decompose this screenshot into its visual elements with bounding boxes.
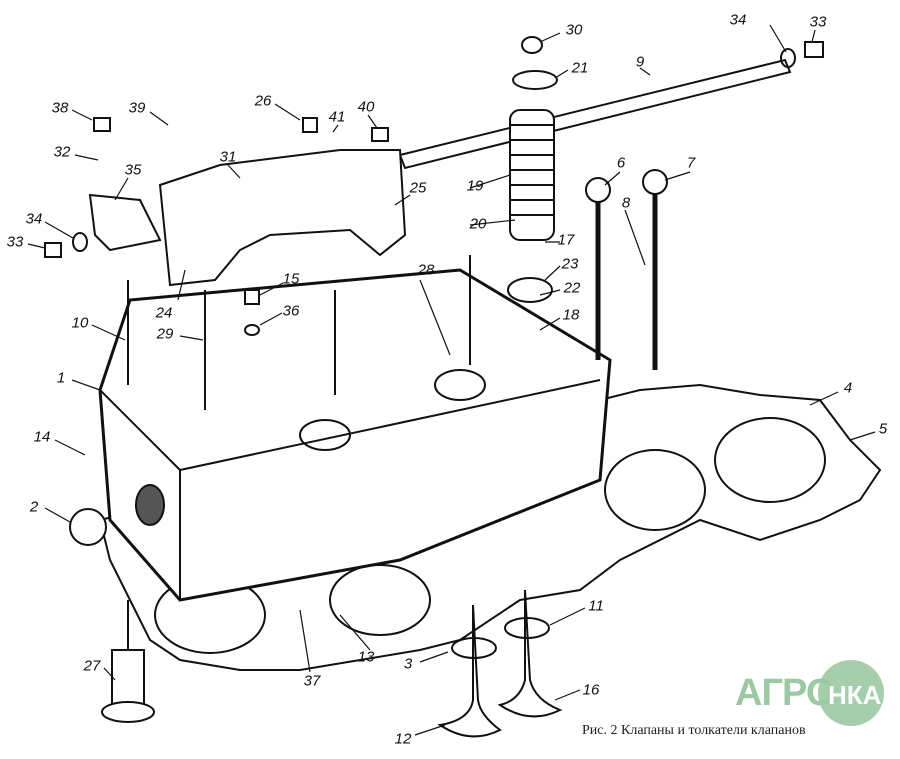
pushrod-6-head (585, 177, 611, 203)
part-label: 33 (809, 13, 827, 31)
part-label: 11 (588, 597, 604, 615)
pushrod-7-head (642, 169, 668, 195)
valve-12 (437, 604, 502, 738)
part-label: 21 (571, 59, 589, 77)
part-label: 18 (562, 306, 580, 324)
part-label: 2 (29, 498, 39, 516)
part-label: 25 (409, 179, 427, 197)
watermark-logo (818, 660, 884, 726)
part-label: 31 (219, 148, 237, 166)
spring-cap-21 (512, 70, 558, 90)
part-label: 8 (621, 194, 631, 212)
part-label: 26 (254, 92, 272, 110)
part-label: 24 (155, 304, 173, 322)
part-label: 13 (357, 648, 375, 666)
valve-spring-19 (509, 109, 555, 241)
watermark-text: АГРО (735, 672, 835, 714)
washer-36 (244, 324, 260, 336)
tappet-27 (111, 649, 145, 711)
plug-2 (69, 508, 107, 546)
leader-lines (27, 24, 876, 736)
nut-40 (371, 127, 389, 142)
part-label: 35 (124, 161, 142, 179)
gasket-bore-3 (604, 449, 706, 531)
part-label: 7 (686, 154, 696, 172)
nut-38 (93, 117, 111, 132)
part-label: 14 (33, 428, 51, 446)
seal-3 (451, 637, 497, 659)
part-label: 12 (394, 730, 412, 748)
seal-11 (504, 617, 550, 639)
washer-34 (72, 232, 88, 252)
gasket-bore-4 (714, 417, 826, 503)
part-label: 5 (878, 420, 888, 438)
part-label: 39 (128, 99, 146, 117)
rocker-arm-assembly (158, 149, 407, 287)
part-label: 36 (282, 302, 300, 320)
screw-26 (302, 117, 318, 133)
part-label: 17 (557, 231, 575, 249)
valve-16 (497, 589, 563, 718)
part-label: 32 (53, 143, 71, 161)
part-label: 15 (282, 270, 300, 288)
part-label: 20 (469, 215, 487, 233)
part-label: 19 (466, 177, 484, 195)
part-label: 37 (303, 672, 321, 690)
valve-lock-30 (521, 36, 543, 54)
part-label: 29 (156, 325, 174, 343)
cylinder-head (98, 268, 612, 602)
push-rod-9 (398, 58, 792, 170)
part-label: 30 (565, 21, 583, 39)
watermark-text-2: НКА (828, 680, 882, 710)
part-label: 27 (83, 657, 101, 675)
part-label: 16 (582, 681, 600, 699)
side-port (135, 484, 165, 526)
part-label: 41 (328, 108, 346, 126)
part-label: 34 (25, 210, 43, 228)
part-label: 1 (56, 369, 66, 387)
part-label: 22 (563, 279, 581, 297)
bolt-15 (244, 289, 260, 305)
bolt-33 (44, 242, 62, 258)
part-label: 38 (51, 99, 69, 117)
rocker-arm-35 (88, 193, 162, 252)
washer-23 (507, 277, 553, 303)
washer-34-right (780, 48, 796, 68)
part-label: 23 (561, 255, 579, 273)
valve-seat-b (434, 369, 486, 401)
part-label: 34 (729, 11, 747, 29)
part-label: 6 (616, 154, 626, 172)
bolt-33-right (804, 41, 824, 58)
part-label: 4 (843, 379, 853, 397)
part-label: 10 (71, 314, 89, 332)
head-gasket (98, 383, 882, 671)
part-label: 40 (357, 98, 375, 116)
part-label: 9 (635, 53, 645, 71)
part-label: 28 (417, 261, 435, 279)
part-label: 3 (403, 655, 413, 673)
valve-seat-a (299, 419, 351, 451)
part-label: 33 (6, 233, 24, 251)
figure-caption: Рис. 2 Клапаны и толкатели клапанов (582, 723, 806, 738)
